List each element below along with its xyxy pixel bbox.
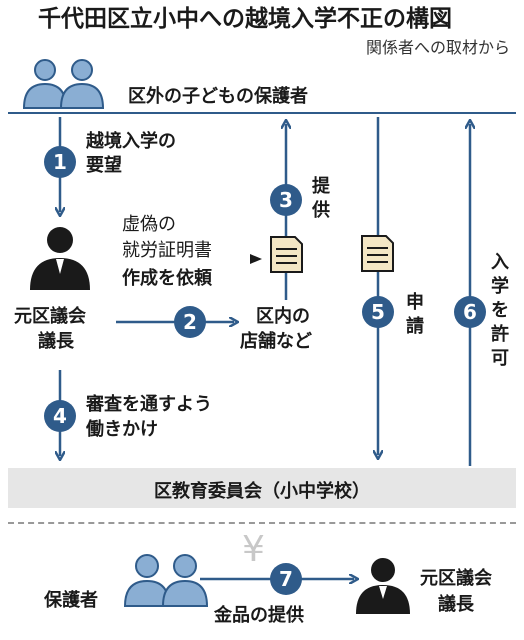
request-label-line1: 虚偽の (122, 214, 176, 235)
chair2-label-line1: 元区議会 (420, 568, 492, 589)
chair-person-icon (356, 558, 410, 614)
step6-label-line3: を (491, 300, 509, 321)
document-icon (270, 236, 303, 273)
step7-label: 金品の提供 (214, 605, 304, 626)
step-badge-1: 1 (44, 146, 76, 178)
step-badge-2: 2 (174, 306, 206, 338)
chair-label-line1: 元区議会 (14, 306, 86, 327)
step6-label-line2: 学 (491, 276, 509, 297)
step-badge-4: 4 (44, 400, 76, 432)
step6-label-line4: 許 (491, 324, 509, 345)
step3-label-line1: 提 (312, 176, 330, 197)
diagram-subtitle: 関係者への取材から (365, 38, 510, 57)
step1-label-line2: 要望 (86, 155, 122, 176)
step6-label-line1: 入 (491, 252, 509, 273)
guardian-pair-icon (123, 554, 209, 607)
request-label-line3: 作成を依頼 (122, 268, 212, 289)
step-badge-7: 7 (270, 563, 302, 595)
request-label-line2: 就労証明書 (122, 240, 212, 261)
top-bar-label: 区外の子どもの保護者 (128, 86, 308, 107)
step5-label-line2: 請 (406, 316, 424, 337)
document-icon (361, 235, 394, 272)
yen-icon: ¥ (242, 529, 265, 570)
store-label-line1: 区内の (256, 306, 310, 327)
step4-label-line1: 審査を通すよう (86, 394, 212, 415)
step-badge-3: 3 (270, 184, 302, 216)
step5-label-line1: 申 (406, 292, 424, 313)
guardian-pair-icon (22, 59, 105, 109)
education-board-bar: 区教育委員会（小中学校） (8, 468, 516, 508)
step1-label-line1: 越境入学の (86, 131, 176, 152)
step-badge-6: 6 (454, 296, 486, 328)
chair2-label-line2: 議長 (438, 594, 474, 615)
step4-label-line2: 働きかけ (86, 419, 158, 440)
step6-label-line5: 可 (491, 348, 509, 369)
guardian-label: 保護者 (44, 590, 98, 611)
step3-label-line2: 供 (312, 200, 330, 221)
chair-label-line2: 議長 (38, 331, 74, 352)
store-label-line2: 店舗など (240, 331, 312, 352)
step-badge-5: 5 (362, 296, 394, 328)
diagram-title: 千代田区立小中への越境入学不正の構図 (38, 6, 452, 32)
section-divider (8, 522, 516, 524)
education-board-label: 区教育委員会（小中学校） (154, 481, 370, 502)
chair-person-icon (30, 227, 90, 290)
